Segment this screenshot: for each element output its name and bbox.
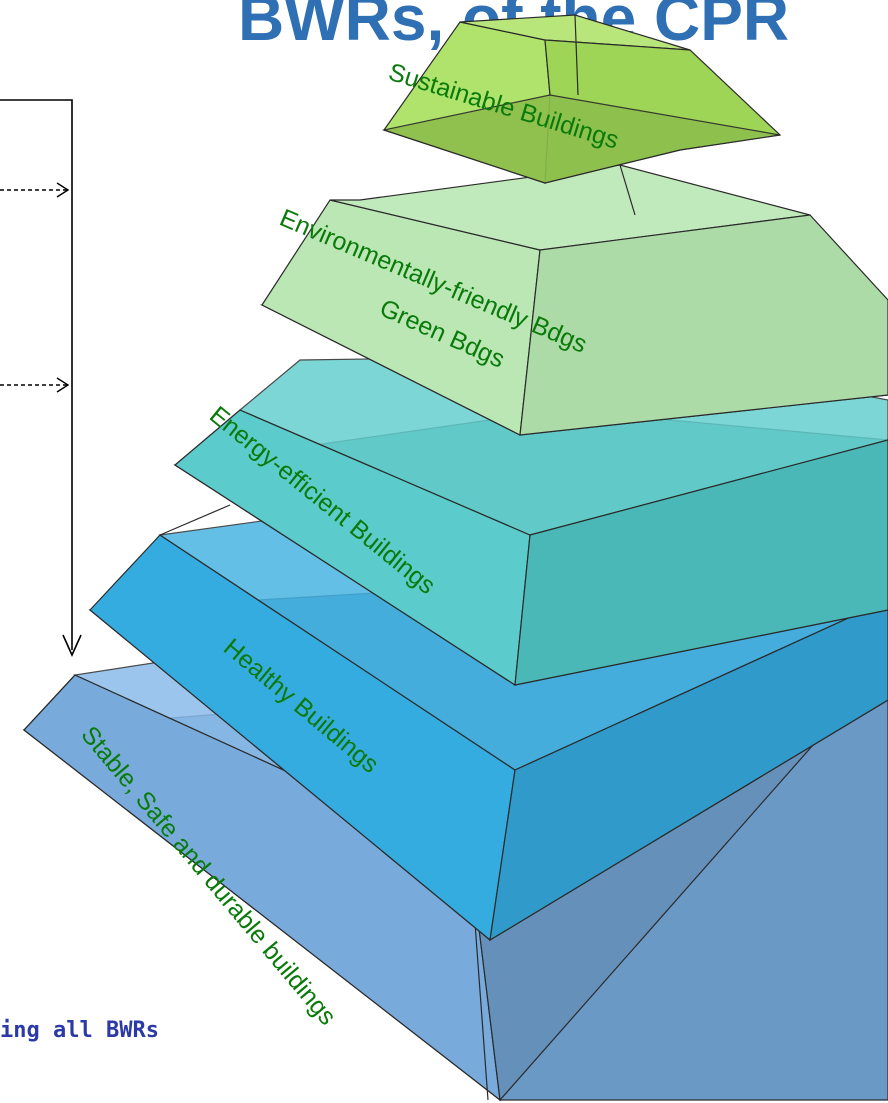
footer-caption: ing all BWRs bbox=[0, 1018, 159, 1043]
tier-sustainable bbox=[381, 14, 782, 184]
dashed-arrow-lower bbox=[0, 377, 70, 393]
requirement-bracket bbox=[0, 99, 82, 657]
tier-energy-efficient bbox=[173, 354, 888, 687]
tier-environmentally-friendly bbox=[259, 164, 888, 436]
dashed-arrow-upper bbox=[0, 182, 70, 198]
